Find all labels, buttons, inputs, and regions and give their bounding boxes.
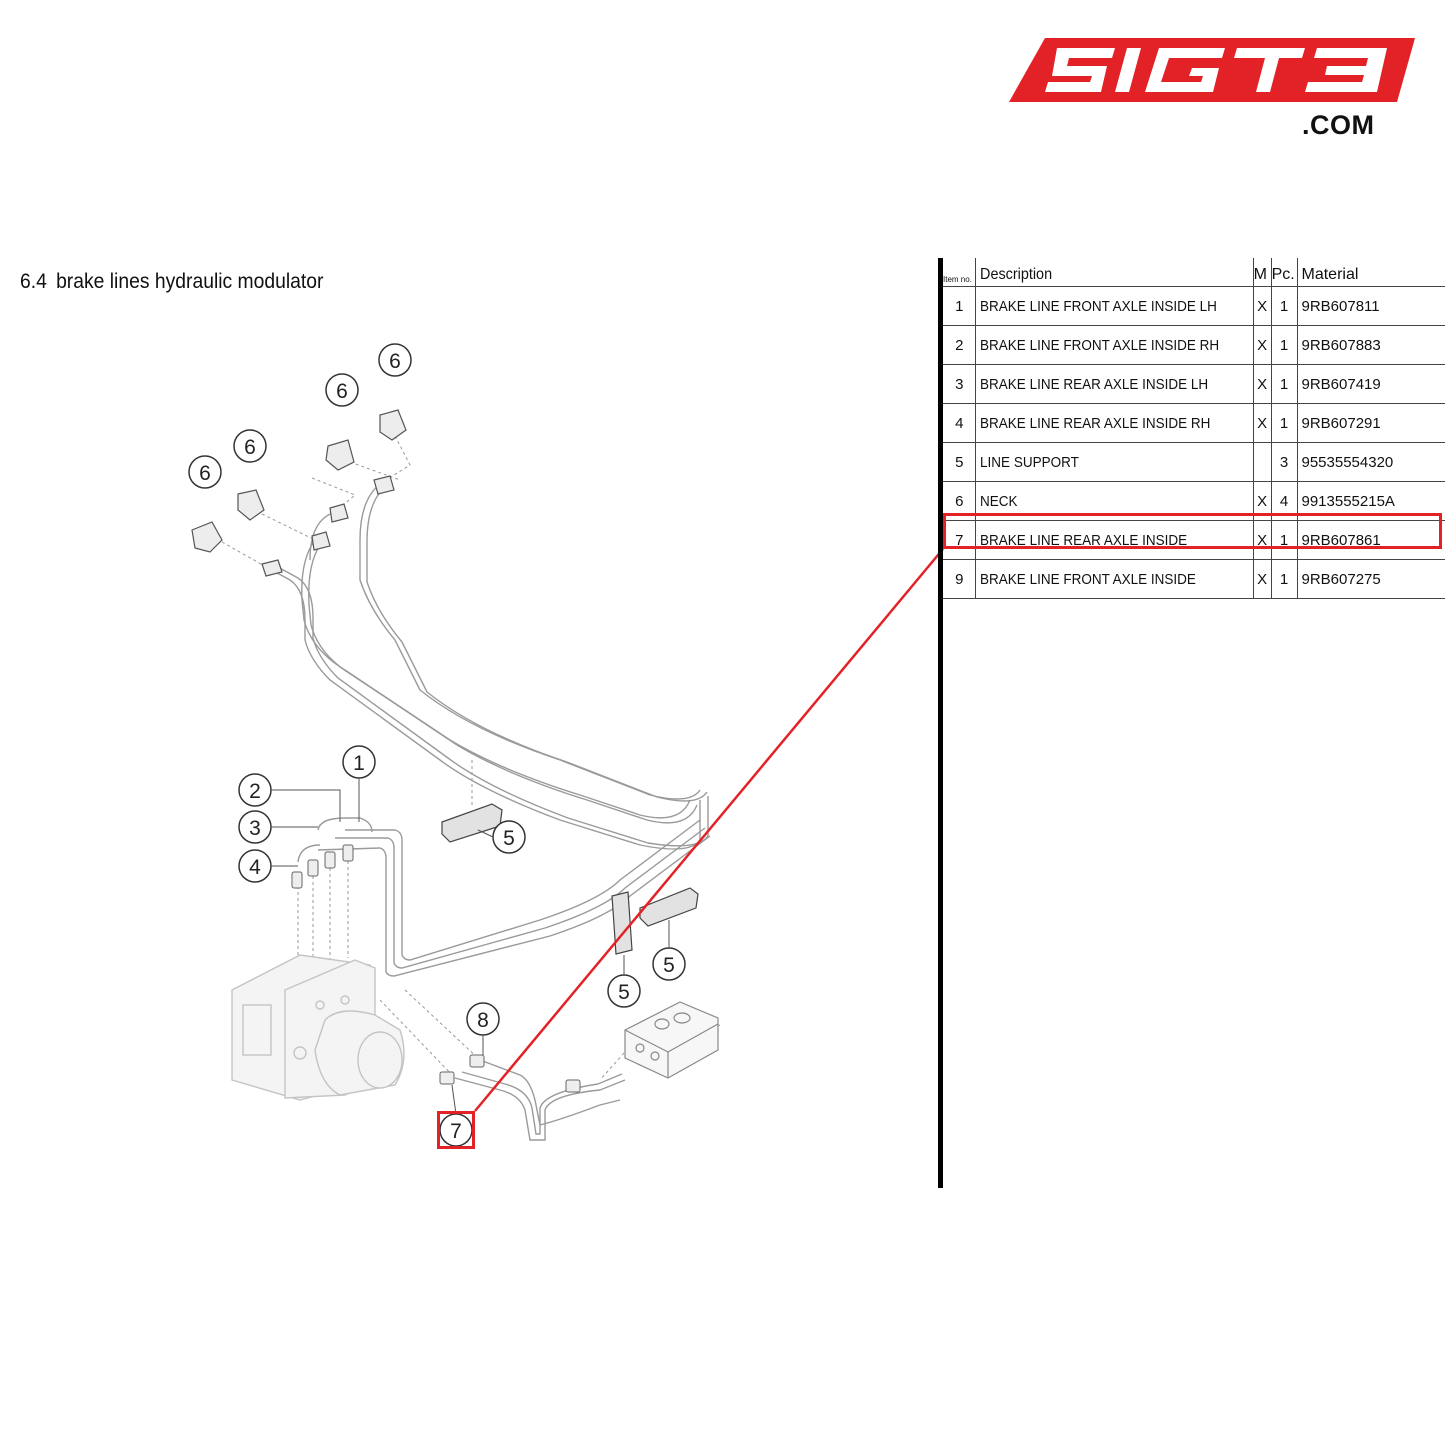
row-item: 9 — [943, 559, 977, 599]
row-pc: 4 — [1271, 481, 1298, 521]
row-material: 9RB607883 — [1301, 336, 1381, 354]
callout-2: 2 — [249, 780, 261, 803]
header-item: Item no. — [943, 258, 977, 287]
site-logo[interactable] — [1005, 30, 1425, 150]
row-m: X — [1253, 325, 1272, 365]
row-item: 4 — [943, 403, 977, 443]
row-description: BRAKE LINE FRONT AXLE INSIDE RH — [975, 325, 1226, 365]
row-description: NECK — [975, 481, 1226, 521]
section-number: 6.4 — [20, 270, 47, 293]
callout-6-c: 6 — [336, 380, 348, 403]
table-row[interactable]: 6 NECK X 4 9913555215A — [943, 481, 1445, 521]
row-item: 6 — [943, 481, 977, 521]
row-item: 2 — [943, 325, 977, 365]
header-description: Description — [975, 258, 1226, 287]
table-row[interactable]: 9 BRAKE LINE FRONT AXLE INSIDE X 1 9RB60… — [943, 559, 1445, 599]
callout-numbers: 6 6 6 6 1 2 3 4 5 5 5 8 7 — [199, 350, 675, 1143]
callout-5-a: 5 — [503, 827, 515, 850]
callout-6-d: 6 — [389, 350, 401, 373]
callout-6-a: 6 — [199, 462, 211, 485]
row-pc: 3 — [1271, 442, 1298, 482]
section-title: 6.4 brake lines hydraulic modulator — [20, 270, 333, 294]
callout-3: 3 — [249, 817, 261, 840]
row-pc: 1 — [1271, 286, 1298, 326]
row-m: X — [1253, 364, 1272, 404]
table-row[interactable]: 5 LINE SUPPORT 3 95535554320 — [943, 442, 1445, 482]
callout-8: 8 — [477, 1009, 489, 1032]
row-m — [1253, 442, 1272, 482]
table-header-row: Item no. Description M Pc. Material — [943, 258, 1445, 287]
header-material: Material — [1301, 266, 1359, 283]
row-description: BRAKE LINE REAR AXLE INSIDE — [975, 520, 1226, 560]
row-m: X — [1253, 520, 1272, 560]
row-m: X — [1253, 403, 1272, 443]
table-divider — [938, 258, 943, 1188]
row-material: 9RB607811 — [1301, 297, 1380, 315]
callout-7-highlight[interactable] — [437, 1111, 475, 1149]
row-material: 95535554320 — [1301, 453, 1394, 471]
hydraulic-modulator — [231, 954, 405, 1101]
table-row-highlighted[interactable]: 7 BRAKE LINE REAR AXLE INSIDE X 1 9RB607… — [943, 520, 1445, 560]
table-row[interactable]: 3 BRAKE LINE REAR AXLE INSIDE LH X 1 9RB… — [943, 364, 1445, 404]
neck-fittings — [191, 409, 407, 577]
callout-leaders — [271, 778, 670, 1115]
row-item: 7 — [943, 520, 977, 560]
row-material: 9RB607861 — [1301, 531, 1381, 549]
row-pc: 1 — [1271, 364, 1298, 404]
row-item: 5 — [943, 442, 977, 482]
row-m: X — [1253, 286, 1272, 326]
logo-lettering — [1045, 48, 1387, 92]
distribution-block — [624, 1001, 719, 1079]
row-pc: 1 — [1271, 520, 1298, 560]
logo-domain: .COM — [1302, 110, 1375, 140]
row-description: LINE SUPPORT — [975, 442, 1226, 482]
callout-6-b: 6 — [244, 436, 256, 459]
row-pc: 1 — [1271, 325, 1298, 365]
table-row[interactable]: 4 BRAKE LINE REAR AXLE INSIDE RH X 1 9RB… — [943, 403, 1445, 443]
callout-circles — [188, 343, 686, 1147]
table-row[interactable]: 1 BRAKE LINE FRONT AXLE INSIDE LH X 1 9R… — [943, 286, 1445, 326]
row-pc: 1 — [1271, 403, 1298, 443]
row-pc: 1 — [1271, 559, 1298, 599]
row-description: BRAKE LINE REAR AXLE INSIDE LH — [975, 364, 1226, 404]
row-description: BRAKE LINE FRONT AXLE INSIDE — [975, 559, 1226, 599]
callout-5-b: 5 — [663, 954, 675, 977]
callout-7: 7 — [450, 1120, 462, 1143]
parts-table: Item no. Description M Pc. Material 1 BR… — [943, 258, 1445, 599]
row-m: X — [1253, 559, 1272, 599]
row-material: 9RB607275 — [1301, 570, 1381, 588]
callout-1: 1 — [353, 752, 365, 775]
header-m: M — [1253, 258, 1272, 287]
highlight-connector — [474, 548, 944, 1112]
callout-5-c: 5 — [618, 981, 630, 1004]
line-supports — [441, 803, 699, 955]
row-m: X — [1253, 481, 1272, 521]
row-description: BRAKE LINE REAR AXLE INSIDE RH — [975, 403, 1226, 443]
line-end-fittings — [291, 844, 581, 1093]
row-item: 1 — [943, 286, 977, 326]
header-pc: Pc. — [1271, 258, 1298, 287]
callout-4: 4 — [249, 856, 261, 879]
table-row[interactable]: 2 BRAKE LINE FRONT AXLE INSIDE RH X 1 9R… — [943, 325, 1445, 365]
row-material: 9RB607419 — [1301, 375, 1381, 393]
row-item: 3 — [943, 364, 977, 404]
section-name: brake lines hydraulic modulator — [56, 270, 324, 293]
brake-line-tubes — [267, 483, 711, 1141]
row-description: BRAKE LINE FRONT AXLE INSIDE LH — [975, 286, 1226, 326]
row-material: 9913555215A — [1301, 492, 1395, 510]
row-material: 9RB607291 — [1301, 414, 1381, 432]
